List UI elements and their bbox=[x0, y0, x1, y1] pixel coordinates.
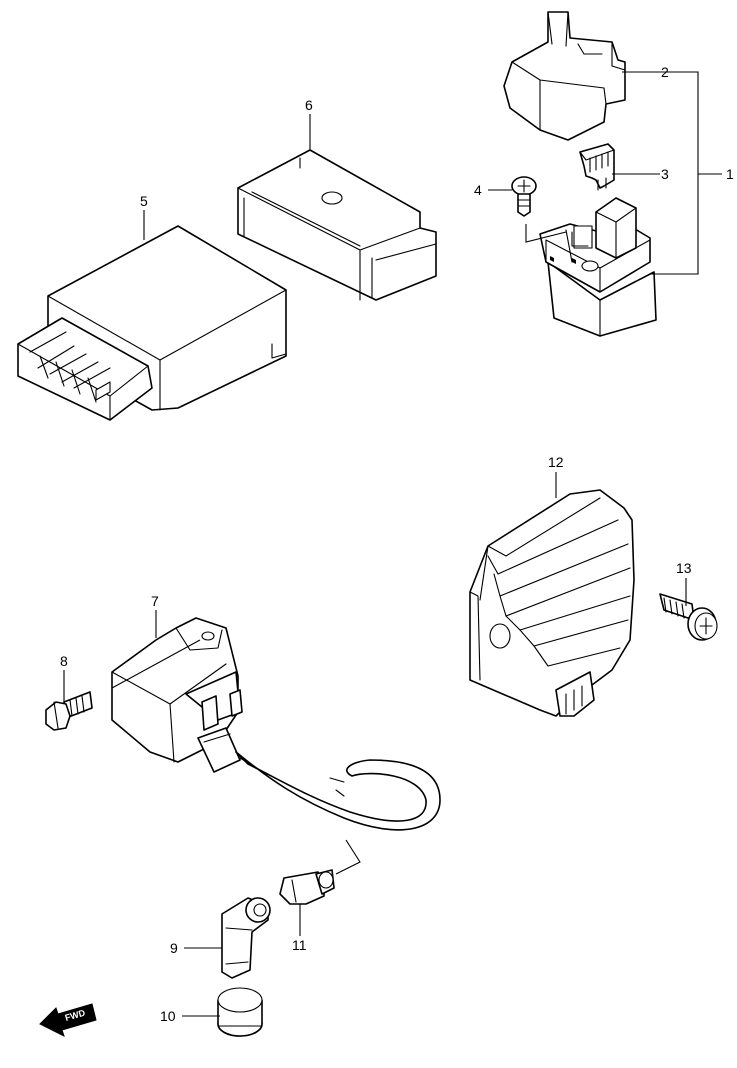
high-tension-lead bbox=[235, 751, 441, 831]
callout-9: 9 bbox=[170, 940, 178, 956]
callout-5: 5 bbox=[140, 193, 148, 209]
callout-11: 11 bbox=[292, 937, 307, 953]
callout-3: 3 bbox=[661, 166, 669, 182]
part-5-control-unit bbox=[17, 225, 287, 421]
callout-12: 12 bbox=[548, 454, 564, 470]
part-10-cover-boot bbox=[217, 987, 263, 1037]
part-13-flange-bolt bbox=[659, 593, 718, 641]
part-7-ignition-coil bbox=[111, 617, 243, 773]
callout-8: 8 bbox=[60, 653, 68, 669]
callout-10: 10 bbox=[160, 1008, 176, 1024]
part-12-regulator-rectifier bbox=[469, 489, 635, 717]
part-1-starter-relay bbox=[539, 197, 657, 337]
part-11-plug-joint bbox=[279, 869, 335, 905]
callout-2: 2 bbox=[661, 64, 669, 80]
part-8-bolt bbox=[45, 691, 93, 731]
part-9-plug-cap bbox=[221, 897, 271, 979]
part-3-fuse bbox=[579, 143, 615, 191]
leader-lines bbox=[63, 71, 722, 1017]
callout-7: 7 bbox=[151, 593, 159, 609]
callout-labels: 1 2 3 4 5 6 7 8 9 10 11 12 13 bbox=[60, 64, 734, 1024]
callout-4: 4 bbox=[474, 182, 482, 198]
callout-13: 13 bbox=[676, 560, 692, 576]
callout-6: 6 bbox=[305, 97, 313, 113]
callout-1: 1 bbox=[726, 166, 734, 182]
part-6-cover-sleeve bbox=[237, 149, 437, 301]
part-4-screw bbox=[511, 176, 537, 217]
part-2-relay-cover bbox=[503, 11, 626, 141]
forward-arrow-icon: FWD bbox=[39, 1003, 97, 1037]
